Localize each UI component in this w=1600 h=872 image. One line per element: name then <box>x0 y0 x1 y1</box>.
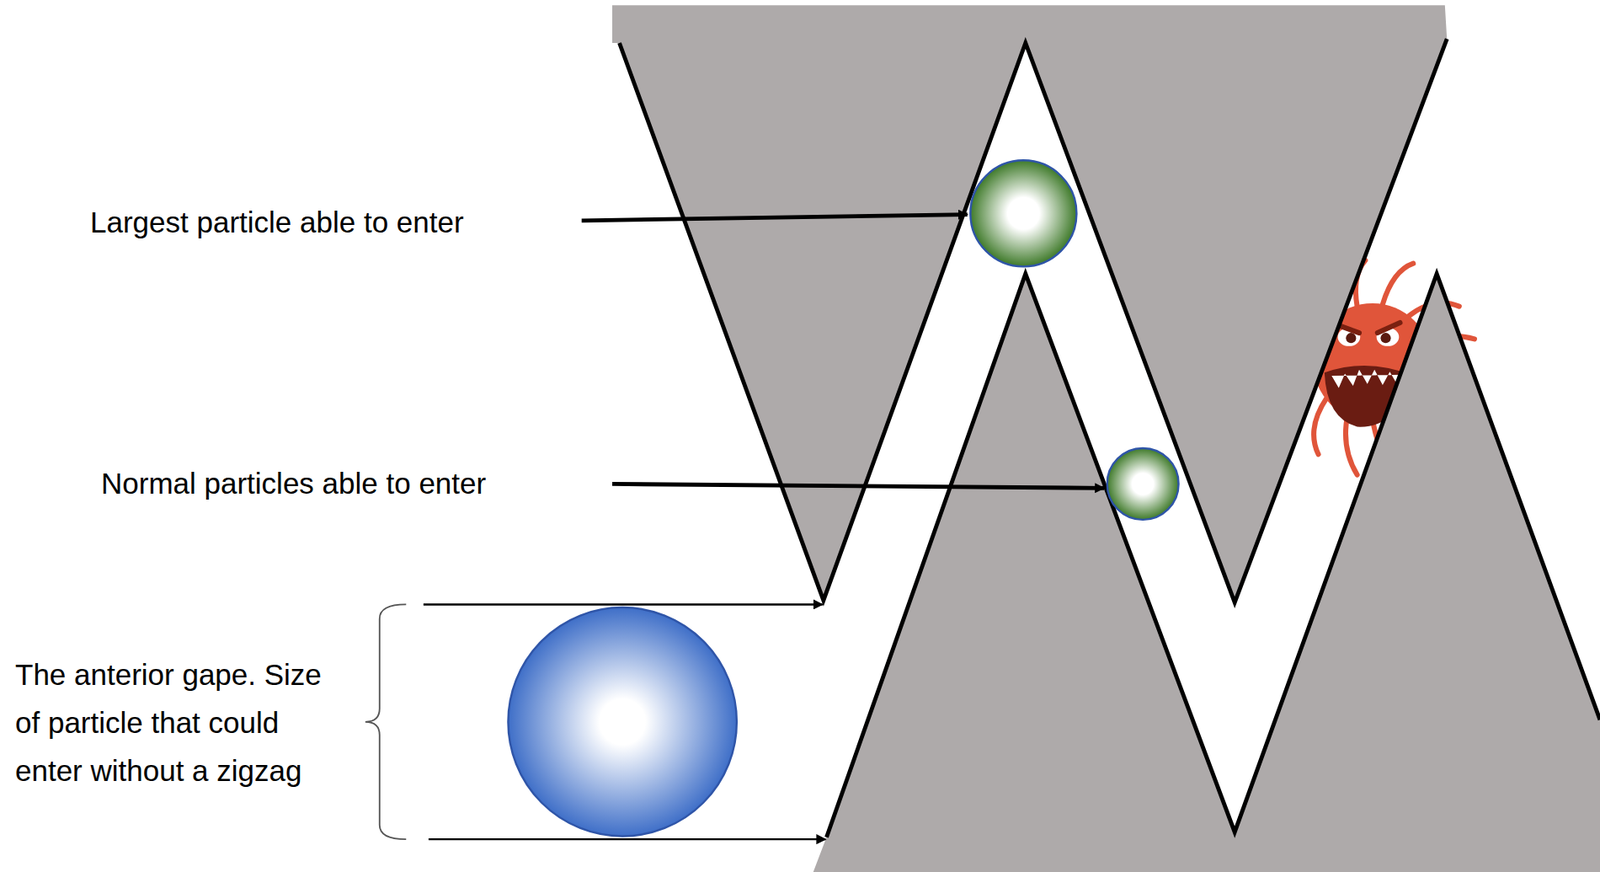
leader-arrows <box>423 602 823 605</box>
gape-note: The anterior gape. Size of particle that… <box>15 650 331 795</box>
germ-figure <box>1380 332 1391 343</box>
germ-figure <box>1345 418 1358 475</box>
leader-arrows <box>423 214 1104 840</box>
brace <box>365 603 406 839</box>
jaw-teeth <box>826 273 1600 838</box>
germ-figure <box>1377 322 1401 333</box>
jaw-teeth <box>612 5 1600 872</box>
particles <box>1107 448 1179 520</box>
leader-arrows <box>612 483 1104 488</box>
leader-arrows <box>581 214 968 221</box>
callout-label: Normal particles able to enter <box>101 464 486 502</box>
callout-label: Largest particle able to enter <box>90 203 464 241</box>
germ-figure <box>1345 332 1356 343</box>
leader-arrows <box>428 837 826 840</box>
particles <box>507 160 1179 836</box>
particles <box>507 607 736 836</box>
jaw-teeth <box>619 38 1448 603</box>
germ-figure <box>1313 398 1327 455</box>
germ-figure <box>1382 263 1414 304</box>
particles <box>970 160 1077 267</box>
jaw-teeth <box>813 273 1600 872</box>
